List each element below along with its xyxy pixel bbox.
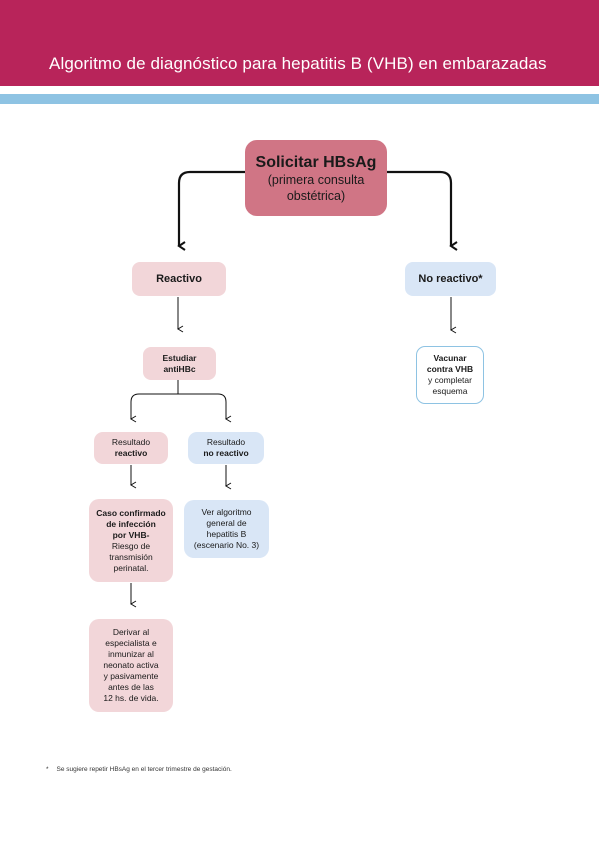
node-vaccinate-line-2: contra VHB (426, 364, 474, 374)
node-study-antihbc: Estudiar antiHBc (143, 347, 216, 380)
node-refer-line-2: especialista e (105, 638, 157, 648)
node-vaccinate-line-3: y completar (428, 375, 472, 385)
node-request-hbsag-title: Solicitar HBsAg (255, 153, 377, 171)
arrow-study-to-result-reactive (130, 393, 178, 423)
node-refer-line-5: y pasivamente (103, 671, 159, 681)
node-see-algorithm-line-3: hepatitis B (206, 529, 247, 539)
node-reactive-label: Reactivo (156, 273, 202, 285)
arrow-start-to-reactive (177, 170, 245, 251)
node-study-line-1: Estudiar (162, 352, 197, 363)
node-refer-line-6: antes de las (108, 682, 154, 692)
node-refer-specialist: Derivar al especialista e inmunizar al n… (89, 619, 173, 712)
node-confirmed-case: Caso confirmado de infección por VHB- Ri… (89, 499, 173, 582)
node-confirmed-line-3: por VHB- (112, 529, 150, 540)
node-see-algorithm-line-2: general de (206, 518, 247, 528)
node-see-algorithm-line-1: Ver algoritmo (201, 507, 252, 517)
node-refer-line-4: neonato activa (103, 660, 159, 670)
node-result-reactive: Resultado reactivo (94, 432, 168, 464)
node-vaccinate-line-4: esquema (432, 386, 468, 396)
footnote: * Se sugiere repetir HBsAg en el tercer t… (46, 766, 232, 773)
node-vaccinate: Vacunar contra VHB y completar esquema (416, 346, 484, 404)
page-header: Algoritmo de diagnóstico para hepatitis … (0, 0, 599, 86)
node-request-hbsag-subtitle-2: obstétrica) (286, 188, 346, 203)
node-request-hbsag-subtitle-1: (primera consulta (267, 172, 365, 187)
node-study-line-2: antiHBc (163, 363, 196, 374)
node-refer-line-3: inmunizar al (108, 649, 154, 659)
node-result-non-reactive-line-2: no reactivo (203, 448, 249, 458)
arrow-start-to-non-reactive (387, 170, 458, 251)
node-confirmed-line-5: transmisión (109, 551, 153, 562)
footnote-text: Se sugiere repetir HBsAg en el tercer tr… (56, 766, 232, 773)
node-see-algorithm: Ver algoritmo general de hepatitis B (es… (184, 500, 269, 558)
page-title: Algoritmo de diagnóstico para hepatitis … (49, 54, 547, 73)
node-result-non-reactive: Resultado no reactivo (188, 432, 264, 464)
node-reactive: Reactivo (132, 262, 226, 296)
node-non-reactive: No reactivo* (405, 262, 496, 296)
node-refer-line-7: 12 hs. de vida. (103, 693, 159, 703)
footnote-mark: * (46, 766, 49, 773)
node-result-reactive-line-2: reactivo (114, 448, 148, 458)
header-stripe (0, 94, 599, 104)
node-confirmed-line-2: de infección (106, 518, 156, 529)
node-non-reactive-label: No reactivo* (418, 273, 483, 285)
node-result-non-reactive-line-1: Resultado (206, 437, 246, 447)
node-confirmed-line-6: perinatal. (113, 562, 149, 573)
node-confirmed-line-1: Caso confirmado (96, 507, 166, 518)
node-result-reactive-line-1: Resultado (111, 437, 151, 447)
node-vaccinate-line-1: Vacunar (433, 353, 467, 363)
node-refer-line-1: Derivar al (112, 627, 150, 637)
arrow-study-to-result-non-reactive (178, 393, 232, 423)
node-confirmed-line-4: Riesgo de (111, 540, 151, 551)
node-request-hbsag: Solicitar HBsAg (primera consulta obstét… (245, 140, 387, 216)
node-see-algorithm-line-4: (escenario No. 3) (193, 540, 260, 550)
